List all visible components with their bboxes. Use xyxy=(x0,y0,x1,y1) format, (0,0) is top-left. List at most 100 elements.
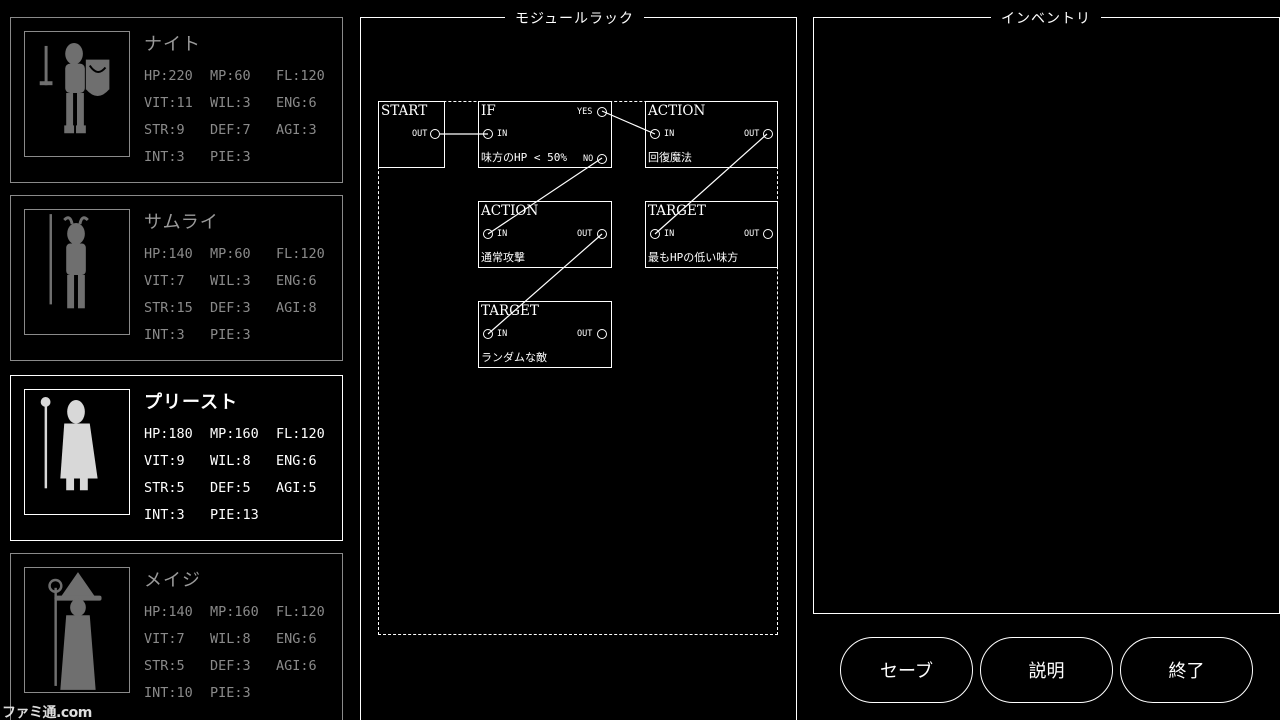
if-node[interactable]: IF IN YES NO 味方のHP < 50% xyxy=(478,101,612,168)
if-in-label: IN xyxy=(497,129,508,139)
target-ally-node[interactable]: TARGET IN OUT 最もHPの低い味方 xyxy=(645,201,778,268)
character-stat: VIT:7 xyxy=(144,273,185,289)
action-heal-in-port[interactable] xyxy=(650,129,660,139)
character-name: メイジ xyxy=(144,570,201,591)
character-stat: WIL:3 xyxy=(210,95,251,111)
character-stat: PIE:3 xyxy=(210,327,251,343)
character-portrait xyxy=(24,389,130,515)
start-node-title: START xyxy=(381,103,428,119)
action-heal-out-label: OUT xyxy=(744,129,760,139)
if-node-title: IF xyxy=(481,103,496,119)
character-stat: WIL:8 xyxy=(210,631,251,647)
character-stat: DEF:3 xyxy=(210,658,251,674)
if-condition: 味方のHP < 50% xyxy=(481,151,567,164)
quit-button[interactable]: 終了 xyxy=(1120,637,1253,703)
character-stat: MP:160 xyxy=(210,604,259,620)
character-stat: VIT:11 xyxy=(144,95,193,111)
inventory-title: インベントリ xyxy=(991,8,1101,28)
character-stat: VIT:9 xyxy=(144,453,185,469)
target-ally-in-port[interactable] xyxy=(650,229,660,239)
character-stat: MP:60 xyxy=(210,68,251,84)
character-stat: INT:3 xyxy=(144,327,185,343)
character-stat: AGI:8 xyxy=(276,300,317,316)
target-enemy-desc: ランダムな敵 xyxy=(481,351,547,364)
if-yes-port[interactable] xyxy=(597,107,607,117)
start-node[interactable]: START OUT xyxy=(378,101,445,168)
character-stat: INT:3 xyxy=(144,507,185,523)
save-button[interactable]: セーブ xyxy=(840,637,973,703)
character-name: ナイト xyxy=(144,34,201,55)
character-stat: HP:140 xyxy=(144,246,193,262)
character-stat: STR:15 xyxy=(144,300,193,316)
character-stat: FL:120 xyxy=(276,68,325,84)
character-stat: ENG:6 xyxy=(276,95,317,111)
character-stat: FL:120 xyxy=(276,426,325,442)
character-portrait xyxy=(24,31,130,157)
module-rack-area[interactable] xyxy=(378,101,778,635)
if-no-label: NO xyxy=(583,154,594,164)
character-portrait xyxy=(24,567,130,693)
character-stat: AGI:5 xyxy=(276,480,317,496)
character-stat: WIL:8 xyxy=(210,453,251,469)
target-ally-in-label: IN xyxy=(664,229,675,239)
action-attack-out-label: OUT xyxy=(577,229,593,239)
character-stat: AGI:6 xyxy=(276,658,317,674)
action-attack-out-port[interactable] xyxy=(597,229,607,239)
action-heal-out-port[interactable] xyxy=(763,129,773,139)
character-stat: HP:220 xyxy=(144,68,193,84)
module-rack-panel: モジュールラック xyxy=(360,8,797,720)
character-portrait xyxy=(24,209,130,335)
knight-figure-icon xyxy=(39,42,110,134)
inventory-panel[interactable]: インベントリ xyxy=(813,8,1280,614)
target-enemy-in-port[interactable] xyxy=(483,329,493,339)
target-enemy-node[interactable]: TARGET IN OUT ランダムな敵 xyxy=(478,301,612,368)
action-attack-in-port[interactable] xyxy=(483,229,493,239)
target-ally-desc: 最もHPの低い味方 xyxy=(648,251,739,264)
character-stat: ENG:6 xyxy=(276,453,317,469)
character-stat: AGI:3 xyxy=(276,122,317,138)
if-in-port[interactable] xyxy=(483,129,493,139)
action-attack-desc: 通常攻撃 xyxy=(481,251,525,264)
character-stat: ENG:6 xyxy=(276,273,317,289)
character-stat: DEF:7 xyxy=(210,122,251,138)
help-button[interactable]: 説明 xyxy=(980,637,1113,703)
target-ally-title: TARGET xyxy=(648,203,706,219)
target-ally-out-port[interactable] xyxy=(763,229,773,239)
character-stat: MP:60 xyxy=(210,246,251,262)
character-stat: DEF:5 xyxy=(210,480,251,496)
if-yes-label: YES xyxy=(577,107,593,117)
character-stat: HP:180 xyxy=(144,426,193,442)
action-attack-title: ACTION xyxy=(481,203,539,219)
target-ally-out-label: OUT xyxy=(744,229,760,239)
character-stat: VIT:7 xyxy=(144,631,185,647)
start-out-port[interactable] xyxy=(430,129,440,139)
character-stat: PIE:13 xyxy=(210,507,259,523)
character-stat: PIE:3 xyxy=(210,149,251,165)
samurai-figure-icon xyxy=(49,214,89,309)
character-stat: DEF:3 xyxy=(210,300,251,316)
character-stat: WIL:3 xyxy=(210,273,251,289)
action-attack-in-label: IN xyxy=(497,229,508,239)
if-no-port[interactable] xyxy=(597,154,607,164)
character-name: サムライ xyxy=(144,212,219,233)
character-stat: INT:10 xyxy=(144,685,193,701)
target-enemy-in-label: IN xyxy=(497,329,508,339)
character-stat: FL:120 xyxy=(276,604,325,620)
target-enemy-title: TARGET xyxy=(481,303,539,319)
mage-figure-icon xyxy=(48,572,102,690)
action-heal-node[interactable]: ACTION IN OUT 回復魔法 xyxy=(645,101,778,168)
action-attack-node[interactable]: ACTION IN OUT 通常攻撃 xyxy=(478,201,612,268)
target-enemy-out-port[interactable] xyxy=(597,329,607,339)
action-heal-desc: 回復魔法 xyxy=(648,151,692,164)
character-name: プリースト xyxy=(144,392,239,413)
character-stat: ENG:6 xyxy=(276,631,317,647)
character-stat: INT:3 xyxy=(144,149,185,165)
module-rack-title: モジュールラック xyxy=(505,8,645,28)
action-heal-title: ACTION xyxy=(648,103,706,119)
character-stat: STR:5 xyxy=(144,658,185,674)
character-stat: MP:160 xyxy=(210,426,259,442)
